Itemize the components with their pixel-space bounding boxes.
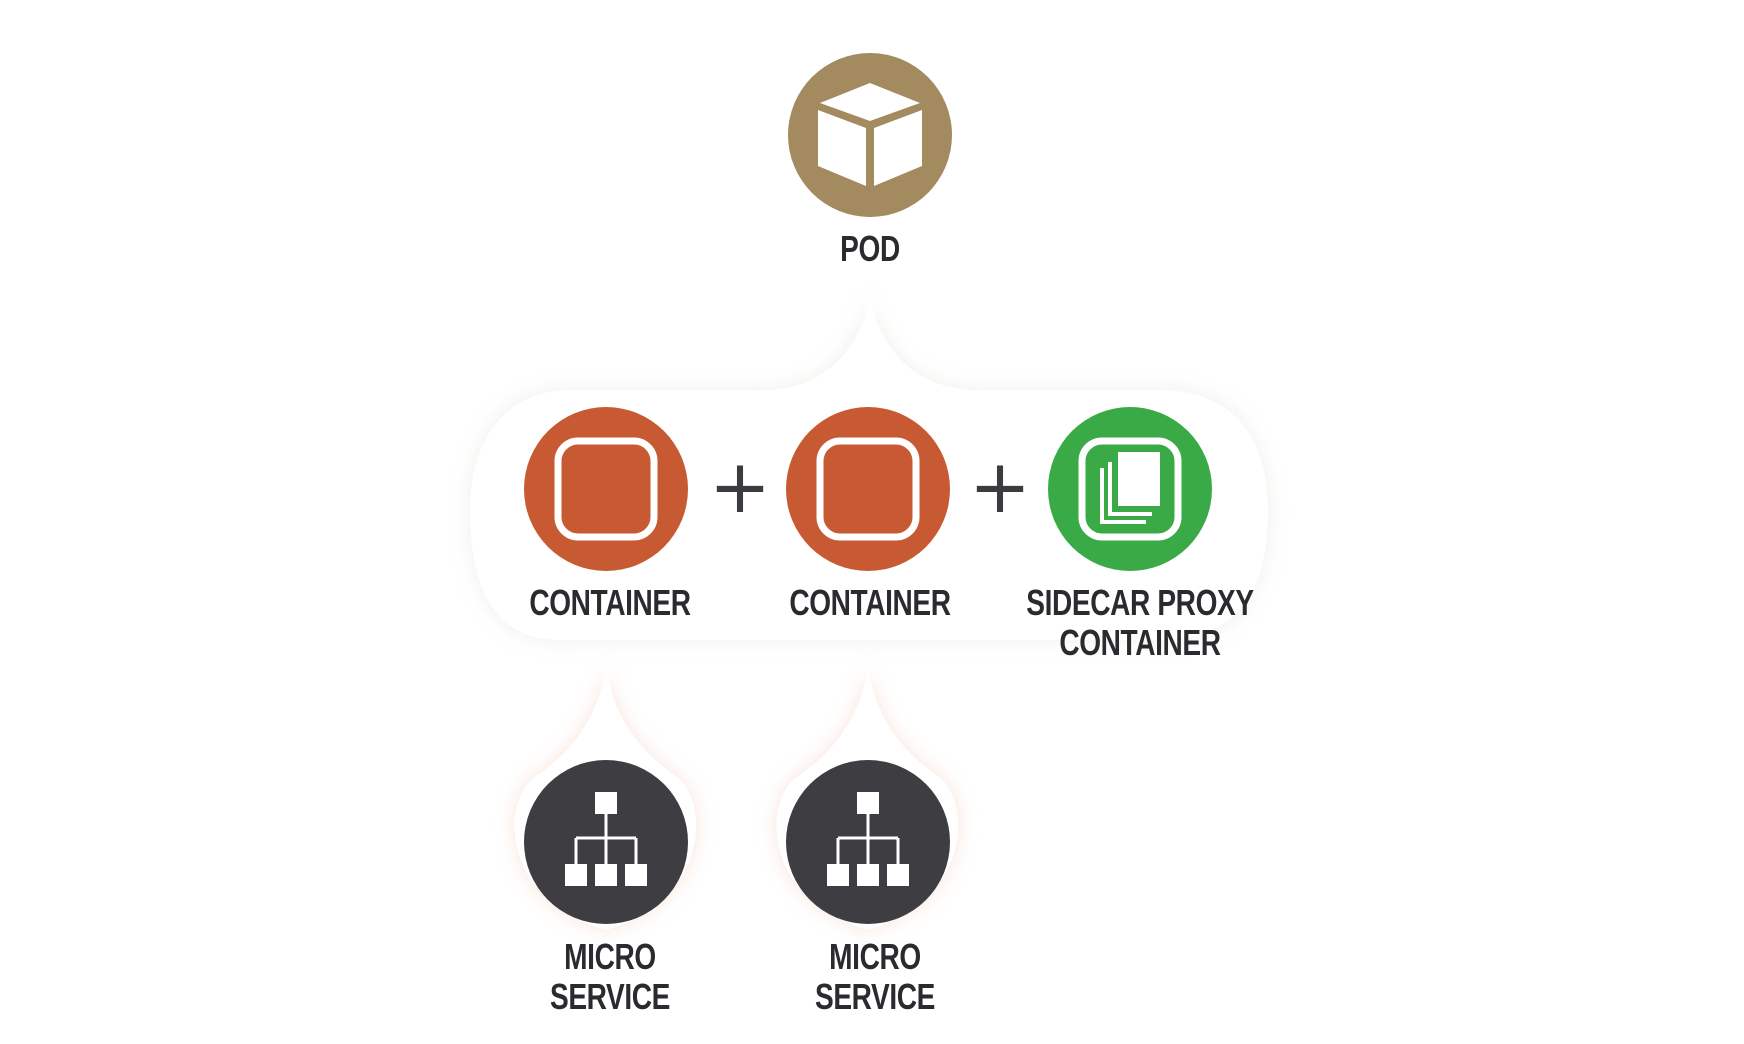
- plus-operator-1: +: [708, 444, 771, 530]
- sidecar-label-line-1: SIDECAR PROXY: [1026, 582, 1254, 623]
- pod-label: POD: [840, 228, 900, 269]
- stacked-pages-icon: [1100, 452, 1160, 524]
- sidecar-node: [1048, 407, 1212, 571]
- square-icon: [554, 437, 658, 541]
- hierarchy-icon: [565, 792, 647, 886]
- container-label-2: CONTAINER: [789, 582, 951, 623]
- sidecar-label-line-2: CONTAINER: [1059, 622, 1221, 664]
- pod-circle: [788, 53, 952, 217]
- container-node-2: [786, 407, 950, 571]
- container-node-1: [524, 407, 688, 571]
- cube-icon: [818, 83, 922, 186]
- sidecar-label: SIDECAR PROXY CONTAINER: [1023, 582, 1257, 664]
- microservice-node-2: [786, 760, 950, 924]
- container-label-1: CONTAINER: [529, 582, 691, 623]
- pod-node: [788, 53, 952, 217]
- container-circle-2: [786, 407, 950, 571]
- plus-operator-2: +: [968, 444, 1031, 530]
- container-circle-1: [524, 407, 688, 571]
- microservice-label-1: MICRO SERVICE: [549, 936, 671, 1018]
- microservice-node-1: [524, 760, 688, 924]
- hierarchy-icon: [827, 792, 909, 886]
- square-icon: [816, 437, 920, 541]
- microservice-label-2: MICRO SERVICE: [814, 936, 936, 1018]
